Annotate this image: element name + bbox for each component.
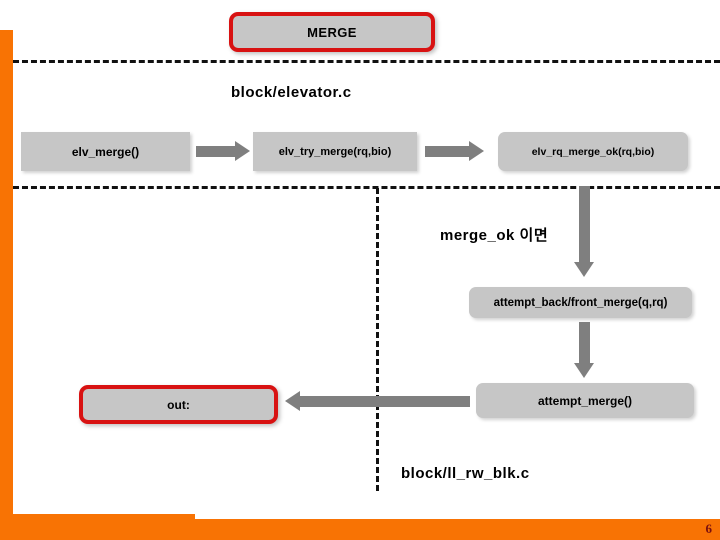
node-elv-merge[interactable]: elv_merge() <box>21 132 190 171</box>
node-attempt-back-front-merge-label: attempt_back/front_merge(q,rq) <box>493 296 668 309</box>
bottom-accent-step-extension <box>13 514 195 522</box>
merge-title-label: MERGE <box>307 24 357 40</box>
bottom-accent-step <box>0 508 13 522</box>
node-elv-rq-merge-ok[interactable]: elv_rq_merge_ok(rq,bio) <box>498 132 688 171</box>
node-attempt-back-front-merge[interactable]: attempt_back/front_merge(q,rq) <box>469 287 692 318</box>
section-title-ll-rw-blk: block/ll_rw_blk.c <box>401 465 530 482</box>
node-attempt-merge-label: attempt_merge() <box>537 393 633 408</box>
node-elv-try-merge-label: elv_try_merge(rq,bio) <box>278 145 392 158</box>
divider-middle-dashed <box>13 186 720 189</box>
divider-vertical-dashed <box>376 188 379 491</box>
arrow-attempt-merge-to-out <box>285 391 470 411</box>
annotation-merge-ok: merge_ok 이면 <box>440 227 549 244</box>
node-attempt-merge[interactable]: attempt_merge() <box>476 383 694 418</box>
bottom-accent-bar <box>0 519 720 540</box>
arrow-down-to-attempt-merge <box>574 322 594 378</box>
arrow-down-to-attempt-back-front-merge <box>574 186 594 277</box>
page-number: 6 <box>705 521 713 536</box>
merge-title-box[interactable]: MERGE <box>229 12 435 52</box>
node-elv-merge-label: elv_merge() <box>71 144 140 159</box>
arrow-elv-merge-to-elv-try-merge <box>196 141 250 161</box>
left-accent-bar <box>0 30 13 522</box>
arrow-elv-try-merge-to-elv-rq-merge-ok <box>425 141 484 161</box>
section-title-elevator: block/elevator.c <box>231 84 352 101</box>
node-out-label-text: out: <box>167 397 190 412</box>
node-elv-rq-merge-ok-label: elv_rq_merge_ok(rq,bio) <box>531 145 655 158</box>
node-out-label[interactable]: out: <box>79 385 278 424</box>
node-elv-try-merge[interactable]: elv_try_merge(rq,bio) <box>253 132 417 171</box>
divider-top-dashed <box>13 60 720 63</box>
